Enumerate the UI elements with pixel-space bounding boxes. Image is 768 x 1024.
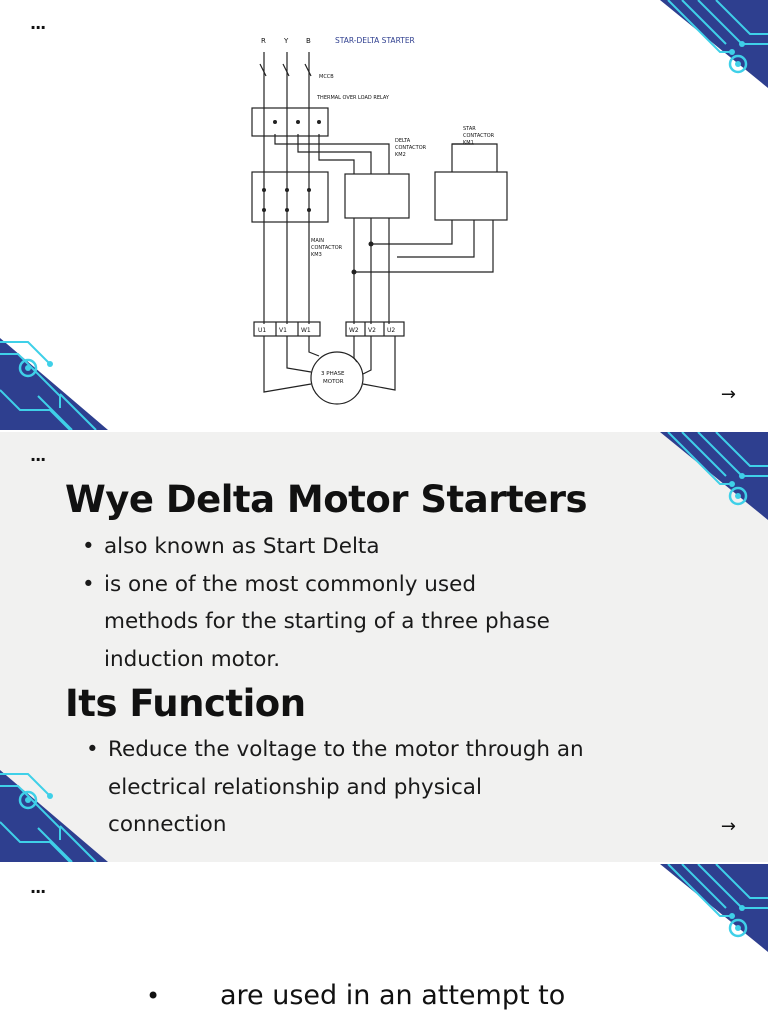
list-item: Reduce the voltage to the motor through … xyxy=(86,731,586,844)
svg-text:3 PHASE: 3 PHASE xyxy=(321,371,345,377)
bullet-marker: • xyxy=(146,982,161,1010)
svg-text:U2: U2 xyxy=(387,327,395,334)
slide-title: Wye Delta Motor Starters xyxy=(65,478,588,521)
svg-text:STAR-DELTA STARTER: STAR-DELTA STARTER xyxy=(335,36,415,45)
list-item: is one of the most commonly used methods… xyxy=(82,566,552,679)
more-menu-button[interactable]: ... xyxy=(30,878,46,897)
svg-text:U1: U1 xyxy=(258,327,266,334)
svg-text:V2: V2 xyxy=(368,327,376,334)
svg-text:KM2: KM2 xyxy=(395,152,406,158)
next-arrow-button[interactable]: → xyxy=(720,384,736,405)
svg-text:THERMAL OVER LOAD RELAY: THERMAL OVER LOAD RELAY xyxy=(316,95,390,101)
next-arrow-button[interactable]: → xyxy=(720,816,736,837)
list-item: also known as Start Delta xyxy=(82,528,552,566)
circuit-corner-top-right xyxy=(660,432,768,520)
circuit-corner-bottom-left xyxy=(0,770,108,862)
circuit-corner-top-right xyxy=(660,0,768,88)
svg-text:V1: V1 xyxy=(279,327,287,334)
svg-text:MAIN: MAIN xyxy=(311,238,324,244)
svg-text:KM1: KM1 xyxy=(463,140,474,146)
svg-text:R: R xyxy=(261,37,266,45)
svg-text:B: B xyxy=(306,37,311,45)
svg-text:CONTACTOR: CONTACTOR xyxy=(311,245,343,251)
svg-text:Y: Y xyxy=(283,37,289,45)
bullet-list: also known as Start Delta is one of the … xyxy=(82,528,552,678)
more-menu-button[interactable]: ... xyxy=(30,14,46,33)
svg-text:MOTOR: MOTOR xyxy=(323,379,344,385)
svg-text:MCCB: MCCB xyxy=(319,74,334,80)
circuit-corner-bottom-left xyxy=(0,338,108,430)
more-menu-button[interactable]: ... xyxy=(30,446,46,465)
function-bullet-list: Reduce the voltage to the motor through … xyxy=(86,731,586,844)
svg-text:KM3: KM3 xyxy=(311,252,322,258)
svg-text:W1: W1 xyxy=(301,327,311,334)
slide-diagram: ... xyxy=(0,0,768,430)
svg-text:W2: W2 xyxy=(349,327,359,334)
section-subtitle: Its Function xyxy=(65,682,306,725)
svg-text:CONTACTOR: CONTACTOR xyxy=(463,133,495,139)
svg-text:STAR: STAR xyxy=(463,126,476,132)
svg-text:DELTA: DELTA xyxy=(395,138,411,144)
slide-wye-delta: ... Wye Delta Motor Starters also known … xyxy=(0,432,768,862)
slide-partial: ... • are used in an attempt to xyxy=(0,864,768,1024)
circuit-corner-top-right xyxy=(660,864,768,952)
svg-text:CONTACTOR: CONTACTOR xyxy=(395,145,427,151)
bullet-text: are used in an attempt to xyxy=(220,980,566,1011)
star-delta-starter-diagram: R Y B STAR-DELTA STARTER MCCB THERMAL OV… xyxy=(249,32,512,408)
